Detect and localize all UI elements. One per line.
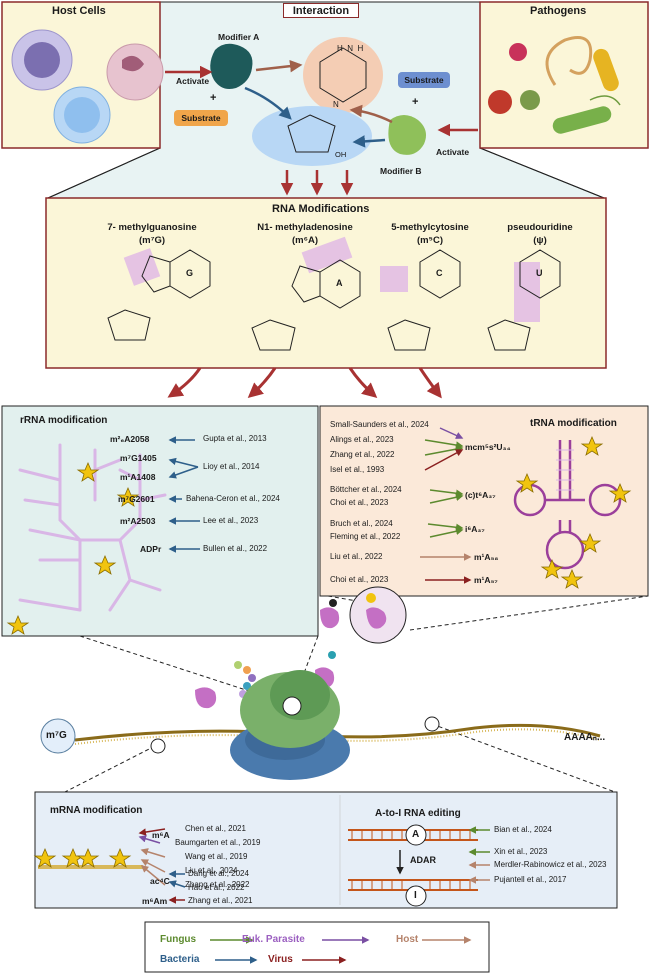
trna-ref-7: Bruch et al., 2024 [330, 519, 393, 528]
mrna-mod-m6am: m⁶Am [142, 896, 168, 906]
rrna-ref-3: Lioy et al., 2014 [203, 462, 260, 471]
substrate-right-badge: Substrate [398, 72, 450, 88]
trna-ref-3: Zhang et al., 2022 [330, 450, 395, 459]
editing-base-i: I [414, 890, 417, 901]
mod-psi-name: pseudouridine [507, 222, 573, 233]
mod-m1a-abbr: (m⁶A) [291, 235, 318, 246]
mod-m7g-abbr: (m⁷G) [138, 235, 166, 246]
editing-ref-3: Merdler-Rabinowicz et al., 2023 [494, 860, 607, 869]
mod-m7g-name: 7- methylguanosine [107, 222, 197, 233]
editing-base-a: A [412, 829, 420, 840]
editing-ref-2: Xin et al., 2023 [494, 847, 548, 856]
mrna-mod-ac4c: ac⁴C [150, 876, 170, 886]
oh-label: OH [335, 150, 347, 159]
trna-title: tRNA modification [530, 418, 617, 429]
mrna-ref-5: Zhang et al., 2022 [185, 880, 250, 889]
trna-mod-mcm5s2u: mcm⁵s²U₃₄ [465, 442, 511, 452]
adar-label: ADAR [410, 855, 436, 865]
rrna-ref-5: Lee et al., 2023 [203, 516, 259, 525]
mrna-ref-4: Liu et al., 2024 [185, 866, 238, 875]
editing-ref-1: Bian et al., 2024 [494, 825, 552, 834]
modifier-a-label: Modifier A [218, 32, 260, 42]
rrna-ref-1: Gupta et al., 2013 [203, 434, 267, 443]
substrate-left-badge: Substrate [174, 110, 228, 126]
polya-tail-label: AAAAₙ... [564, 732, 606, 743]
base-u: U [536, 268, 543, 278]
pathogens-title: Pathogens [530, 5, 587, 17]
legend-host: Host [396, 934, 419, 945]
trna-ref-5: Böttcher et al., 2024 [330, 485, 402, 494]
rrna-mod-5: m²A2503 [120, 516, 156, 526]
legend-virus: Virus [268, 954, 293, 965]
mrna-mod-m6a: m⁶A [152, 830, 170, 840]
mrna-ref-8: Zhang et al., 2021 [188, 896, 253, 905]
activate-left-label: Activate [176, 76, 210, 86]
rrna-mod-3: m¹A1408 [120, 472, 156, 482]
trna-mod-m1a58: m¹A₅₈ [474, 552, 499, 562]
mrna-ref-1: Chen et al., 2021 [185, 824, 246, 833]
plus-right: + [412, 96, 419, 108]
trna-ref-9: Liu et al., 2022 [330, 552, 383, 561]
host-cells-title: Host Cells [52, 5, 106, 17]
activate-right-label: Activate [436, 147, 470, 157]
plus-left: + [210, 92, 217, 104]
rrna-mod-2: m⁷G1405 [120, 453, 157, 463]
base-a: A [336, 278, 343, 288]
trna-ref-8: Fleming et al., 2022 [330, 532, 401, 541]
mod-m1a-name: N1- methyladenosine [257, 222, 353, 233]
editing-ref-4: Pujantell et al., 2017 [494, 875, 567, 884]
trna-mod-m1a57: m¹A₅₇ [474, 575, 498, 585]
rrna-mod-6: ADPr [140, 544, 162, 554]
mod-psi-abbr: (ψ) [533, 235, 547, 246]
trna-mod-t6a: (c)t⁶A₃₇ [465, 490, 496, 500]
mrna-title: mRNA modification [50, 805, 143, 816]
rrna-ref-4: Bahena-Ceron et al., 2024 [186, 494, 280, 503]
mrna-ref-7: Hao et al., 2022 [188, 883, 245, 892]
rna-mods-title: RNA Modifications [272, 203, 370, 215]
legend-bacteria: Bacteria [160, 954, 200, 965]
legend-fungus: Fungus [160, 934, 197, 945]
legend-parasite: Euk. Parasite [242, 934, 305, 945]
m7g-cap-label: m⁷G [46, 730, 67, 741]
amine-label: H N H [337, 44, 364, 53]
trna-ref-2: Alings et al., 2023 [330, 435, 394, 444]
mod-m5c-abbr: (m⁵C) [416, 235, 444, 246]
trna-ref-10: Choi et al., 2023 [330, 575, 389, 584]
base-c: C [436, 268, 443, 278]
rrna-ref-6: Bullen et al., 2022 [203, 544, 268, 553]
rrna-title: rRNA modification [20, 415, 108, 426]
mrna-ref-6: Dang et al., 2024 [188, 869, 249, 878]
trna-ref-4: Isel et al., 1993 [330, 465, 385, 474]
mrna-ref-3: Wang et al., 2019 [185, 852, 248, 861]
rrna-mod-1: m²₆A2058 [110, 434, 150, 444]
modifier-b-label: Modifier B [380, 166, 422, 176]
trna-ref-1: Small-Saunders et al., 2024 [330, 420, 429, 429]
trna-ref-6: Choi et al., 2023 [330, 498, 389, 507]
interaction-title: Interaction [283, 3, 359, 18]
mrna-ref-2: Baumgarten et al., 2019 [175, 838, 261, 847]
nitrogen-label: N [333, 100, 339, 109]
rrna-mod-4: m⁷G2601 [118, 494, 155, 504]
base-g: G [186, 268, 194, 278]
mod-m5c-name: 5-methylcytosine [391, 222, 469, 233]
trna-mod-i6a: i⁶A₃₇ [465, 524, 485, 534]
editing-title: A-to-I RNA editing [375, 808, 461, 819]
